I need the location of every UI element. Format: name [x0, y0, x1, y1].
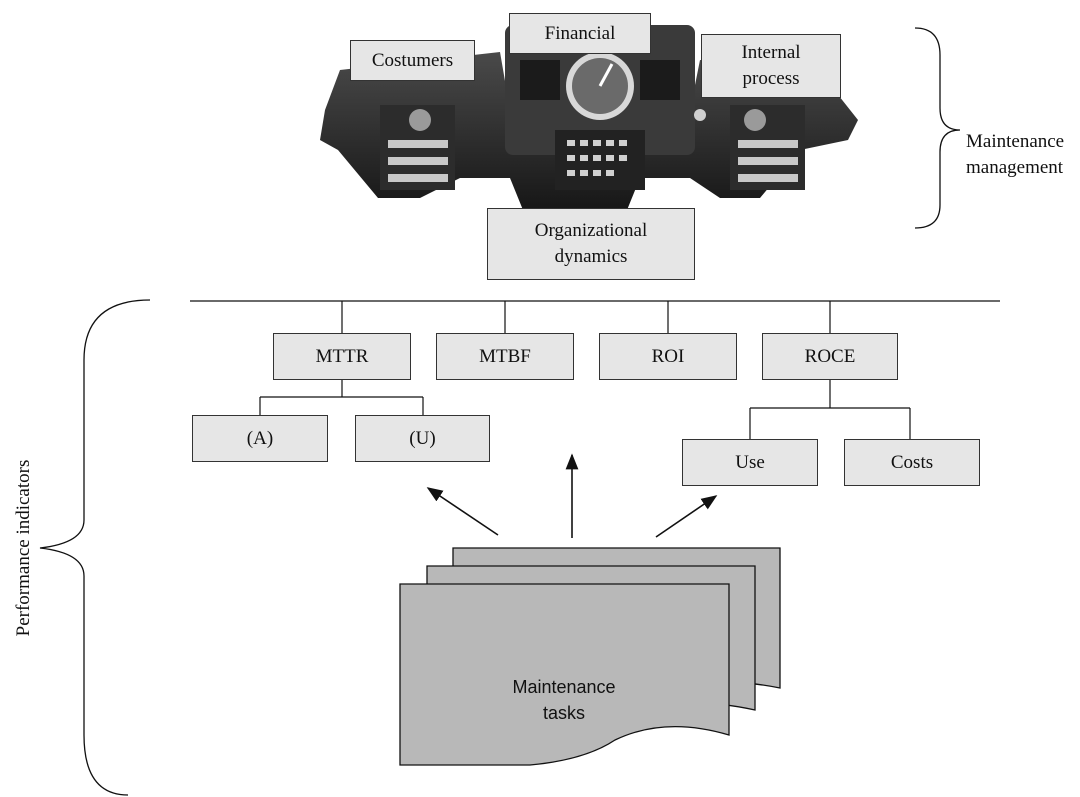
internal-process-label: Internal process [741, 42, 801, 89]
use-box: Use [682, 439, 818, 486]
costs-label: Costs [890, 451, 934, 473]
customers-card: Costumers [350, 40, 475, 81]
costs-box: Costs [844, 439, 980, 486]
roi-label: ROI [651, 345, 685, 367]
internal-process-card: Internal process [701, 34, 841, 98]
mtbf-label: MTBF [479, 345, 531, 367]
page-front [399, 583, 730, 766]
availability-label: (A) [246, 427, 274, 449]
maintenance-management-text: Maintenance management [966, 131, 1065, 178]
performance-indicators-brace [39, 299, 151, 796]
unavailability-box: (U) [355, 415, 490, 462]
task-arrows [426, 453, 718, 538]
availability-box: (A) [192, 415, 328, 462]
customers-label: Costumers [371, 49, 454, 71]
maintenance-management-brace [914, 27, 961, 229]
organizational-dynamics-label: Organizational dynamics [534, 220, 648, 267]
maintenance-tasks-stack [399, 547, 781, 766]
performance-indicators-label: Performance indicators [13, 459, 34, 637]
unavailability-label: (U) [409, 427, 436, 449]
roce-label: ROCE [804, 345, 856, 367]
use-label: Use [735, 451, 765, 473]
maintenance-management-label: Maintenance management [966, 103, 1080, 181]
mttr-label: MTTR [315, 345, 369, 367]
roce-box: ROCE [762, 333, 898, 380]
financial-card: Financial [509, 13, 651, 54]
maintenance-tasks-label: Maintenance tasks [484, 648, 644, 726]
mttr-box: MTTR [273, 333, 411, 380]
roi-box: ROI [599, 333, 737, 380]
connector-lines [190, 300, 1000, 439]
organizational-dynamics-card: Organizational dynamics [487, 208, 695, 280]
financial-label: Financial [544, 22, 616, 44]
maintenance-tasks-text: Maintenance tasks [512, 677, 616, 723]
mtbf-box: MTBF [436, 333, 574, 380]
